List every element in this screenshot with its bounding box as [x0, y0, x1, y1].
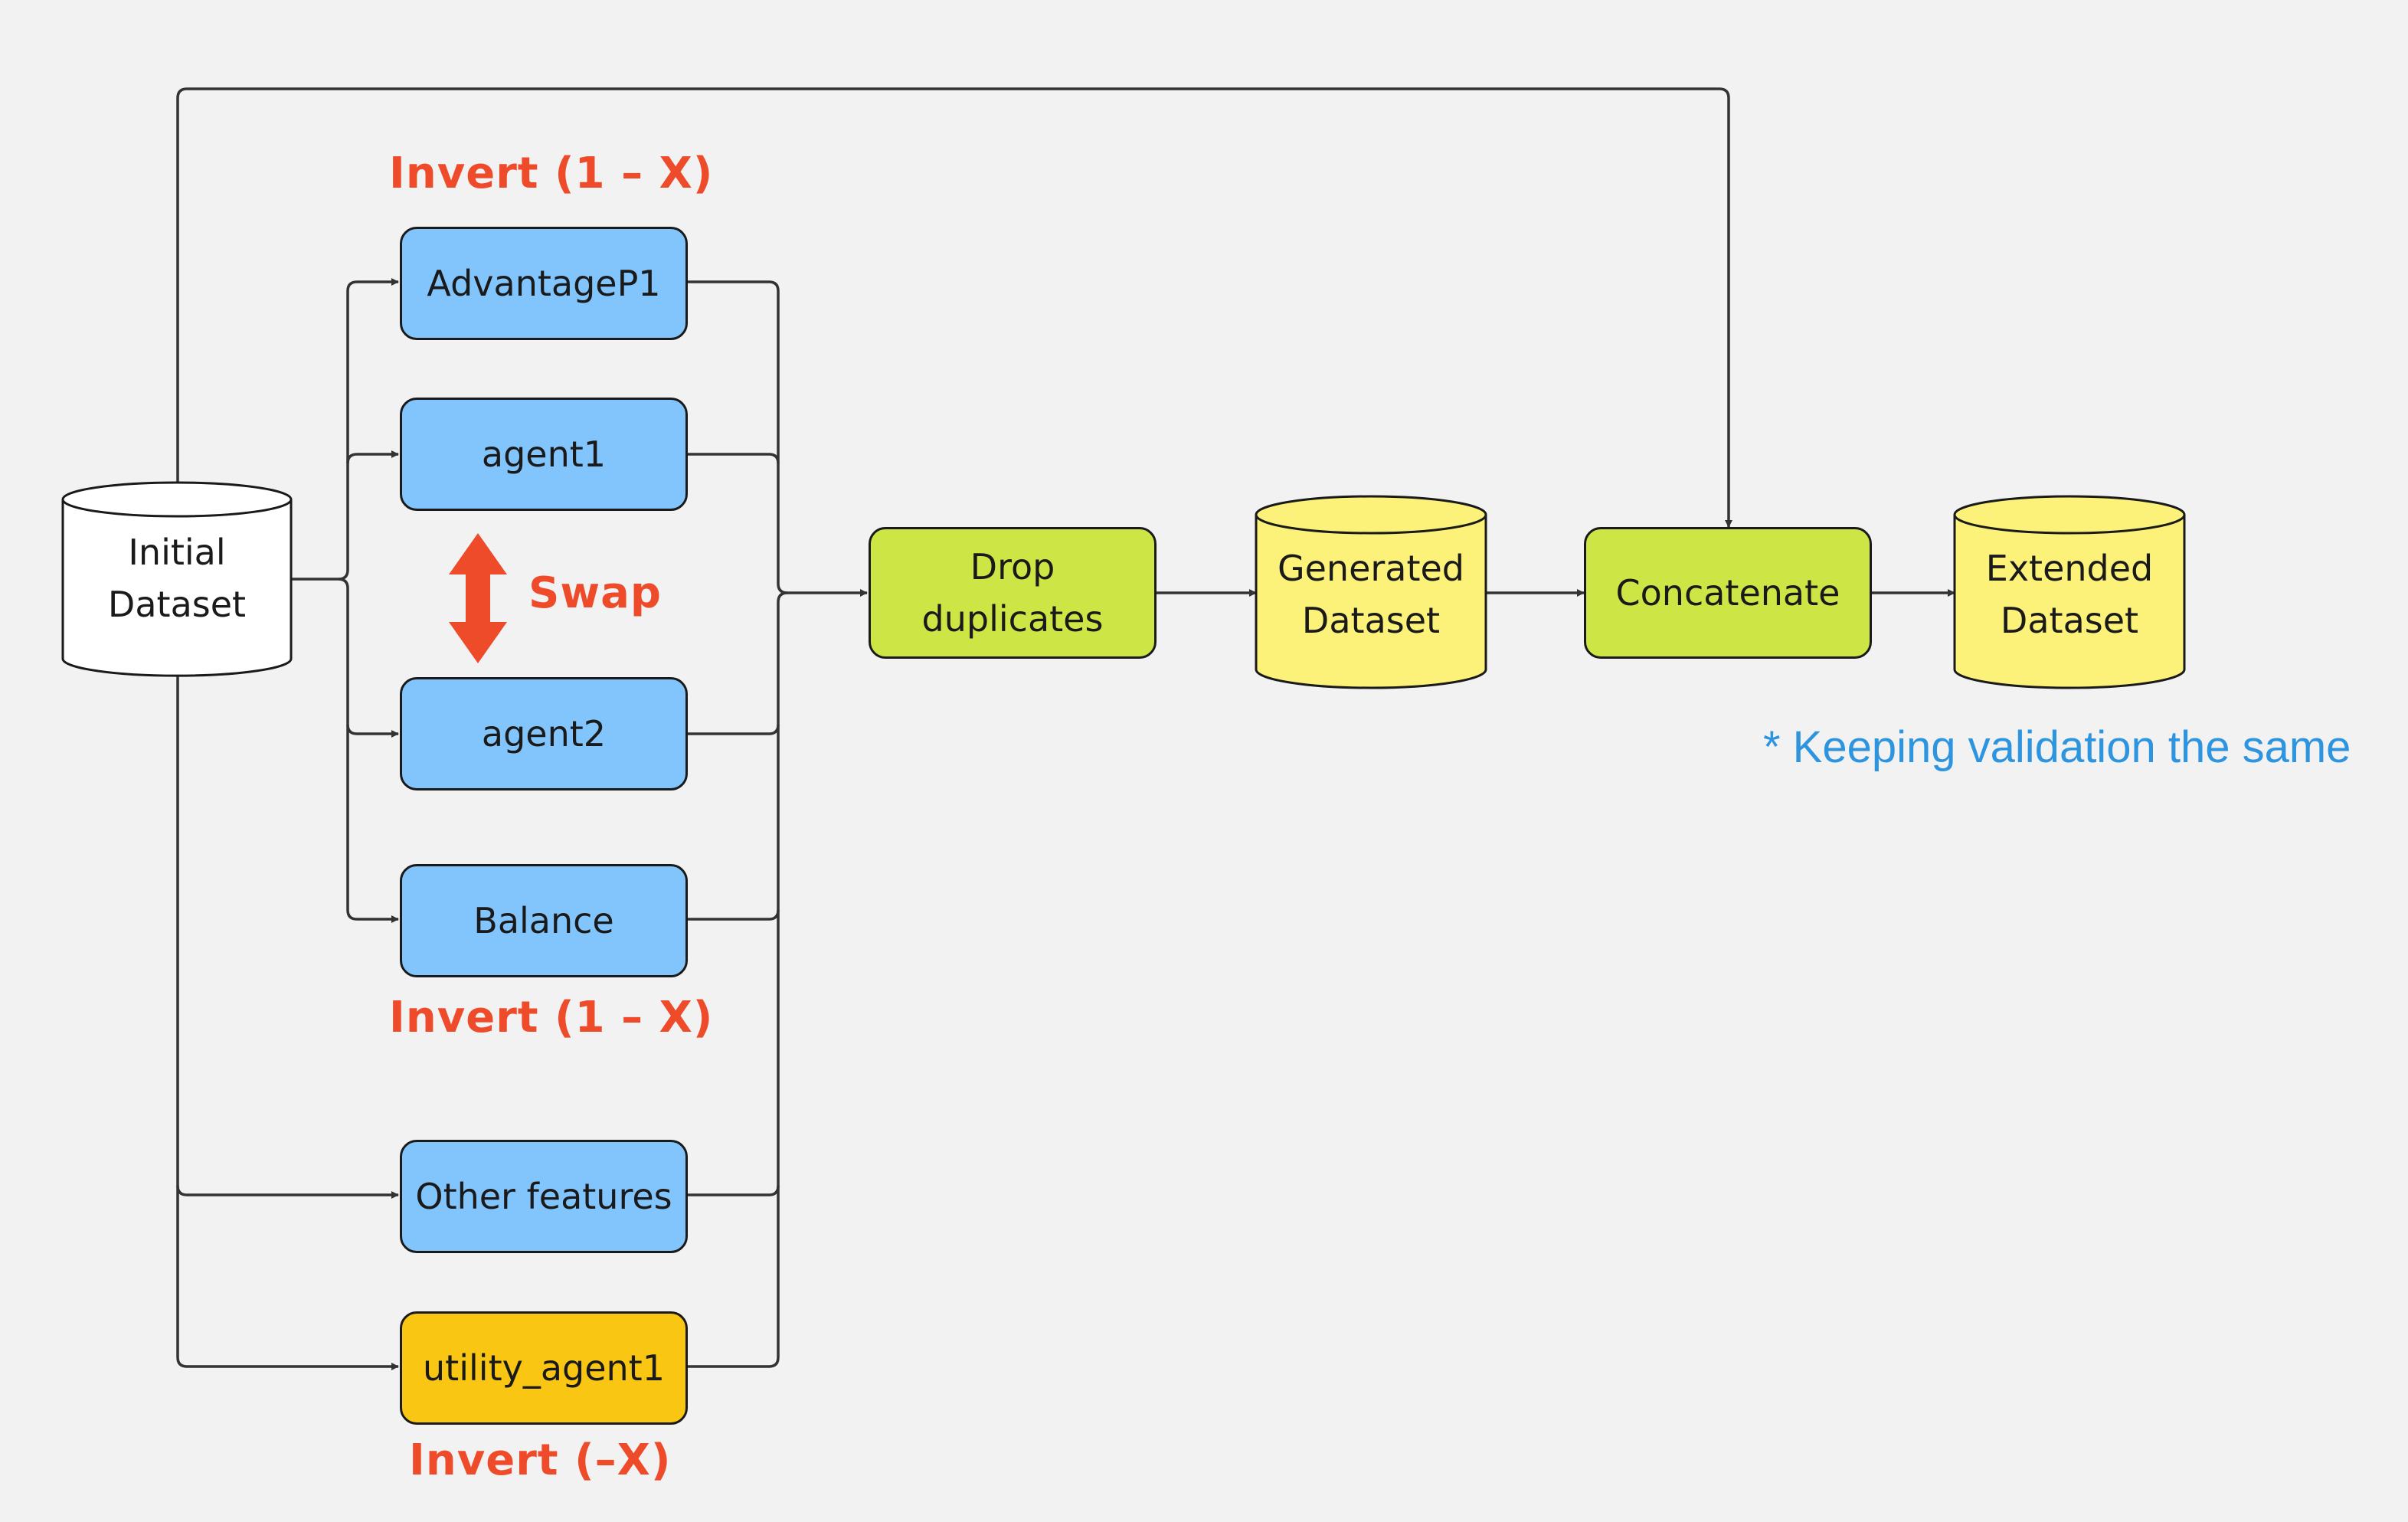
initial-dataset-label: Initial Dataset — [107, 532, 247, 625]
swap-annotation: Swap — [528, 568, 662, 618]
edge-initial-to-other-features — [176, 1185, 399, 1199]
generated-dataset-label: Generated Dataset — [1277, 548, 1465, 641]
advantage-p1-node: AdvantageP1 — [400, 227, 688, 340]
concatenate-node: Concatenate — [1584, 527, 1872, 659]
edge-initial-to-agent1 — [346, 450, 399, 464]
validation-note: * Keeping validation the same — [1763, 722, 2351, 772]
edge-initial-to-concatenate — [176, 87, 1732, 528]
extended-dataset-label: Extended Dataset — [1985, 548, 2154, 641]
drop-duplicates-node: Drop duplicates — [869, 527, 1157, 659]
edge-initial-to-agent2-branch — [346, 724, 399, 738]
generated-dataset-cylinder — [1255, 495, 1487, 689]
agent2-node: agent2 — [400, 677, 688, 790]
other-features-node: Other features — [400, 1140, 688, 1253]
invert-middle-annotation: Invert (1 – X) — [389, 993, 714, 1042]
edge-initial-trunk — [291, 278, 399, 581]
swap-double-arrow-icon — [449, 533, 507, 663]
invert-bottom-annotation: Invert (–X) — [409, 1435, 672, 1485]
edge-initial-to-agent2 — [338, 578, 399, 923]
edge-initial-to-utility — [176, 676, 399, 1370]
extended-dataset-cylinder — [1953, 495, 2186, 689]
balance-node: Balance — [400, 864, 688, 977]
edge-agent2-to-drop — [686, 724, 780, 735]
edge-balance-to-drop — [686, 909, 780, 921]
edge-utility-to-drop — [686, 591, 788, 1368]
initial-dataset-cylinder — [61, 481, 293, 677]
utility-agent1-node: utility_agent1 — [400, 1311, 688, 1425]
agent1-node: agent1 — [400, 398, 688, 511]
edge-advantage-to-drop — [686, 280, 868, 597]
edge-other-features-to-drop — [686, 1185, 780, 1196]
invert-top-annotation: Invert (1 – X) — [389, 149, 714, 198]
edge-agent1-to-drop — [686, 453, 780, 464]
